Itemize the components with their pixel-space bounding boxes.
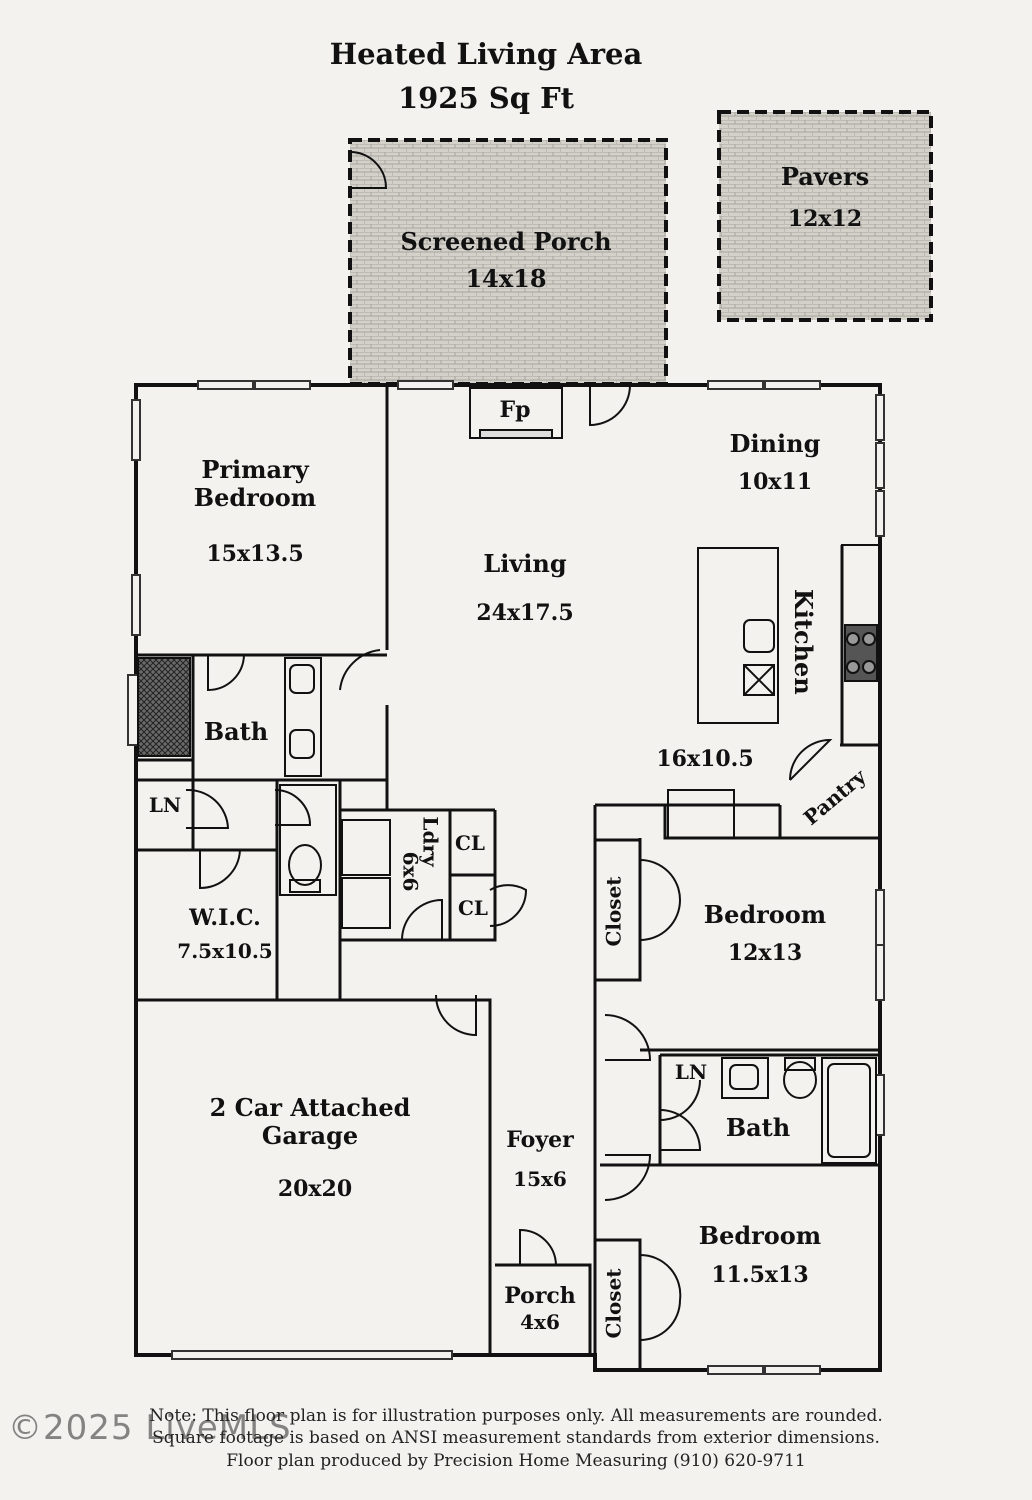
plan-area: 1925 Sq Ft — [397, 81, 575, 115]
porch-size: 4x6 — [520, 1310, 560, 1334]
disclaimer-line-2: Square footage is based on ANSI measurem… — [152, 1428, 880, 1448]
pavers-area — [717, 110, 933, 322]
screened-porch-name: Screened Porch — [400, 227, 612, 256]
bedroom-3-name: Bedroom — [698, 1221, 822, 1250]
closet-cl-1-label: CL — [455, 831, 485, 855]
bedroom-3-closet-label: Closet — [601, 1268, 626, 1339]
dining-size: 10x11 — [737, 469, 813, 495]
kitchen-counter-shape — [667, 544, 881, 839]
kitchen-name: Kitchen — [788, 588, 818, 695]
producer-credit: Floor plan produced by Precision Home Me… — [226, 1451, 806, 1471]
fireplace-shape — [469, 387, 563, 439]
bath-fixtures — [137, 657, 877, 1164]
linen-1-label: LN — [148, 793, 182, 817]
linen-2-label: LN — [674, 1060, 708, 1084]
wic-size: 7.5x10.5 — [177, 939, 273, 963]
fireplace-label: Fp — [499, 397, 531, 423]
disclaimer-line-1: Note: This floor plan is for illustratio… — [149, 1406, 883, 1426]
bedroom-3-size: 11.5x13 — [711, 1262, 809, 1288]
garage-name: 2 Car Attached Garage — [209, 1093, 411, 1150]
closet-cl-2-label: CL — [458, 896, 488, 920]
bath-2-name: Bath — [725, 1113, 791, 1142]
garage-size: 20x20 — [277, 1176, 353, 1202]
foyer-size: 15x6 — [513, 1167, 567, 1191]
kitchen-island-shape — [697, 547, 779, 724]
screened-porch-size: 14x18 — [465, 264, 547, 293]
wic-name: W.I.C. — [189, 905, 261, 931]
bedroom-2-closet-label: Closet — [601, 876, 626, 947]
dining-name: Dining — [729, 429, 821, 458]
laundry-size: 6x6 — [398, 851, 423, 892]
pavers-name: Pavers — [780, 162, 870, 191]
bedroom-2-size: 12x13 — [727, 940, 803, 966]
living-size: 24x17.5 — [476, 600, 574, 626]
screened-porch-area — [348, 138, 668, 386]
primary-bath-name: Bath — [203, 717, 269, 746]
windows — [127, 380, 885, 1375]
living-name: Living — [483, 549, 567, 578]
kitchen-size: 16x10.5 — [656, 746, 754, 772]
pavers-size: 12x12 — [787, 206, 863, 232]
porch-name: Porch — [504, 1283, 576, 1309]
plan-title: Heated Living Area — [329, 37, 643, 71]
door-swings — [185, 384, 833, 1341]
foyer-name: Foyer — [506, 1127, 574, 1153]
primary-bedroom-size: 15x13.5 — [206, 541, 304, 567]
bedroom-2-name: Bedroom — [703, 900, 827, 929]
primary-bedroom-name: Primary Bedroom — [193, 455, 317, 512]
watermark: ©2025 LiveMLS — [8, 1408, 292, 1448]
